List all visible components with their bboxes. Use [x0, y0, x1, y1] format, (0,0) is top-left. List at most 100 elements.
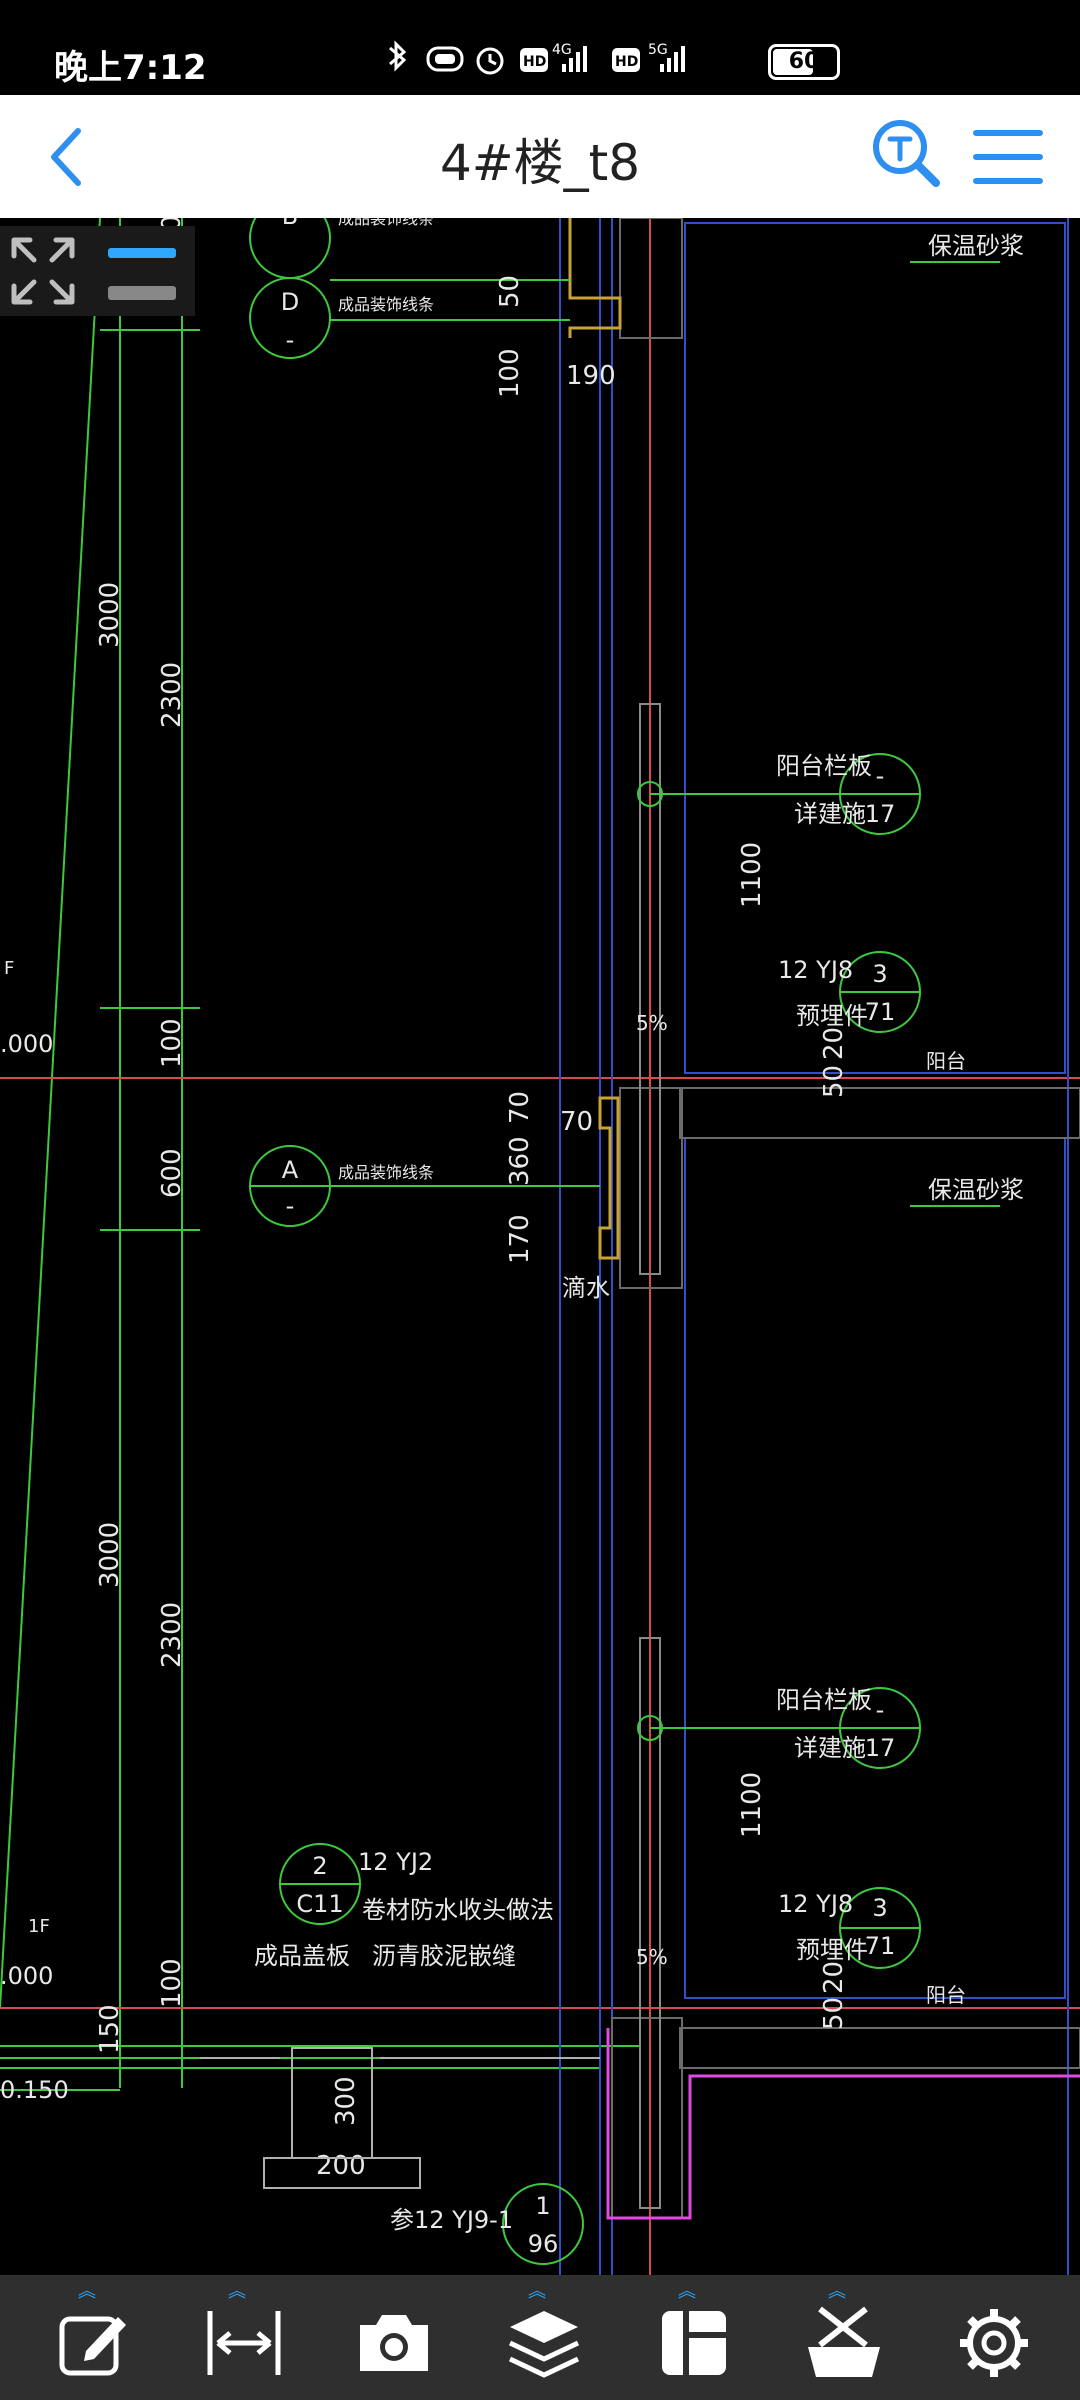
- label-drip: 滴水: [562, 1274, 610, 1302]
- marker-71-1: 71: [865, 998, 896, 1026]
- hamburger-icon: [973, 130, 1043, 184]
- layer-toggle-active: [108, 248, 176, 258]
- marker-71-2: 71: [865, 1932, 896, 1960]
- marker-labels: B D - A - - 17 - 17 3 71 3 71 2 C11 1 96: [281, 218, 896, 2258]
- status-icons: HD 4G HD 5G: [389, 40, 685, 75]
- dim-3000-upper: 3000: [95, 582, 125, 648]
- camera-icon: [360, 2315, 428, 2371]
- label-cover: 成品盖板: [254, 1942, 350, 1970]
- marker-d-dash: -: [286, 326, 295, 354]
- dim-20-1: 20: [819, 1027, 849, 1060]
- waterproof-layer: [606, 2028, 1080, 2220]
- label-embed-2: 预埋件: [796, 1936, 868, 1964]
- marker-3-2: 3: [872, 1894, 887, 1922]
- dim-100-2: 100: [157, 1958, 187, 2008]
- label-asphalt: 沥青胶泥嵌缝: [372, 1942, 516, 1970]
- marker-d: D: [281, 288, 299, 316]
- menu-button[interactable]: [968, 113, 1052, 197]
- dim-20-2: 20: [819, 1961, 849, 1994]
- chevron-up-icon: ︽: [828, 2281, 846, 2302]
- marker-railing-1-dash: -: [876, 762, 885, 790]
- layout-icon: [662, 2311, 726, 2375]
- view-control[interactable]: [0, 226, 195, 316]
- battery-level: 60: [788, 49, 820, 74]
- marker-railing-2-dash: -: [876, 1696, 885, 1724]
- alarm-icon: [476, 47, 504, 75]
- cad-drawing[interactable]: 3000 3000 2300 2300 600 600 100 100 50 1…: [0, 218, 1080, 2275]
- svg-text:HD: HD: [523, 54, 546, 70]
- dim-300: 300: [331, 2076, 361, 2126]
- chevron-up-icon: ︽: [78, 2281, 96, 2302]
- label-balcony-2: 阳台: [926, 1983, 966, 2007]
- vibrate-icon: [426, 46, 464, 72]
- detail-markers: [249, 218, 1000, 2265]
- dim-3000-lower: 3000: [95, 1522, 125, 1588]
- chevron-up-icon: ︽: [228, 2281, 246, 2302]
- dim-50-2: 50: [819, 1997, 849, 2030]
- signal-icon: [660, 46, 685, 72]
- fit-view-icon[interactable]: [0, 226, 195, 316]
- network-4g: 4G: [552, 42, 572, 58]
- label-floor-1f: 1F: [28, 1916, 50, 1937]
- status-time: 晚上7:12: [54, 48, 207, 88]
- dim-150: 150: [95, 2004, 125, 2054]
- app-bar: 4#楼_t8: [0, 95, 1080, 218]
- dim-70-h: 70: [560, 1107, 593, 1137]
- settings-button[interactable]: [918, 2275, 1068, 2400]
- edit-button[interactable]: ︽: [18, 2275, 168, 2400]
- marker-a: A: [282, 1156, 299, 1184]
- marker-3-1: 3: [872, 960, 887, 988]
- label-finished-line-d: 成品装饰线条: [338, 295, 434, 314]
- dim-360: 360: [505, 1136, 535, 1186]
- tools-button[interactable]: ︽: [768, 2275, 918, 2400]
- dim-70-v: 70: [505, 1091, 535, 1124]
- back-button[interactable]: [30, 115, 114, 199]
- label-balcony-1: 阳台: [926, 1049, 966, 1073]
- wall-hatch: [611, 218, 1080, 2219]
- text-search-button[interactable]: [868, 113, 948, 193]
- axis-lines: [0, 218, 1080, 2275]
- camera-button[interactable]: [318, 2275, 468, 2400]
- wall-outline: [559, 218, 1069, 2275]
- layout-button[interactable]: ︽: [618, 2275, 768, 2400]
- tools-icon: [808, 2306, 880, 2377]
- label-waterproof: 卷材防水收头做法: [362, 1896, 554, 1924]
- slope-1: 5%: [636, 1011, 668, 1035]
- text-search-icon: [873, 120, 940, 187]
- dim-1100-lower: 1100: [737, 1772, 767, 1838]
- label-railing-2: 阳台栏板: [776, 1686, 872, 1714]
- label-yj2: 12 YJ2: [358, 1848, 433, 1876]
- chevron-up-icon: ︽: [528, 2281, 546, 2302]
- marker-17-1: 17: [865, 800, 896, 828]
- chevron-left-icon: [51, 128, 81, 186]
- marker-2: 2: [312, 1852, 327, 1880]
- label-elev-1: .000: [0, 1030, 53, 1058]
- dim-190: 190: [566, 361, 616, 391]
- marker-96: 96: [528, 2230, 559, 2258]
- annotation-labels: 保温砂浆 保温砂浆 阳台栏板 详建施 阳台栏板 详建施 12 YJ8 预埋件 1…: [0, 218, 1024, 2234]
- label-detail-1: 详建施: [794, 800, 866, 828]
- dim-50-top: 50: [495, 275, 525, 308]
- measure-button[interactable]: ︽: [168, 2275, 318, 2400]
- label-finished-line-b: 成品装饰线条: [338, 218, 434, 228]
- label-railing-1: 阳台栏板: [776, 752, 872, 780]
- gear-icon: [960, 2309, 1028, 2377]
- marker-b: B: [282, 218, 298, 230]
- marker-1: 1: [535, 2192, 550, 2220]
- foundation: [200, 2047, 600, 2189]
- network-5g: 5G: [648, 42, 668, 58]
- label-bw-slurry-2: 保温砂浆: [928, 1176, 1024, 1204]
- layers-icon: [508, 2311, 580, 2378]
- label-ref-yj9: 参12 YJ9-1: [390, 2206, 513, 2234]
- label-elev-2: .000: [0, 1962, 53, 1990]
- label-bw-slurry-1: 保温砂浆: [928, 232, 1024, 260]
- label-yj8-2: 12 YJ8: [778, 1890, 853, 1918]
- measure-icon: [207, 2311, 281, 2375]
- dim-100-1: 100: [157, 1018, 187, 1068]
- bluetooth-icon: [389, 40, 407, 72]
- drawing-canvas[interactable]: 3000 3000 2300 2300 600 600 100 100 50 1…: [0, 218, 1080, 2275]
- label-floor-f: F: [4, 958, 14, 979]
- marker-a-dash: -: [286, 1192, 295, 1220]
- label-finished-line-a: 成品装饰线条: [338, 1163, 434, 1182]
- layers-button[interactable]: ︽: [468, 2275, 618, 2400]
